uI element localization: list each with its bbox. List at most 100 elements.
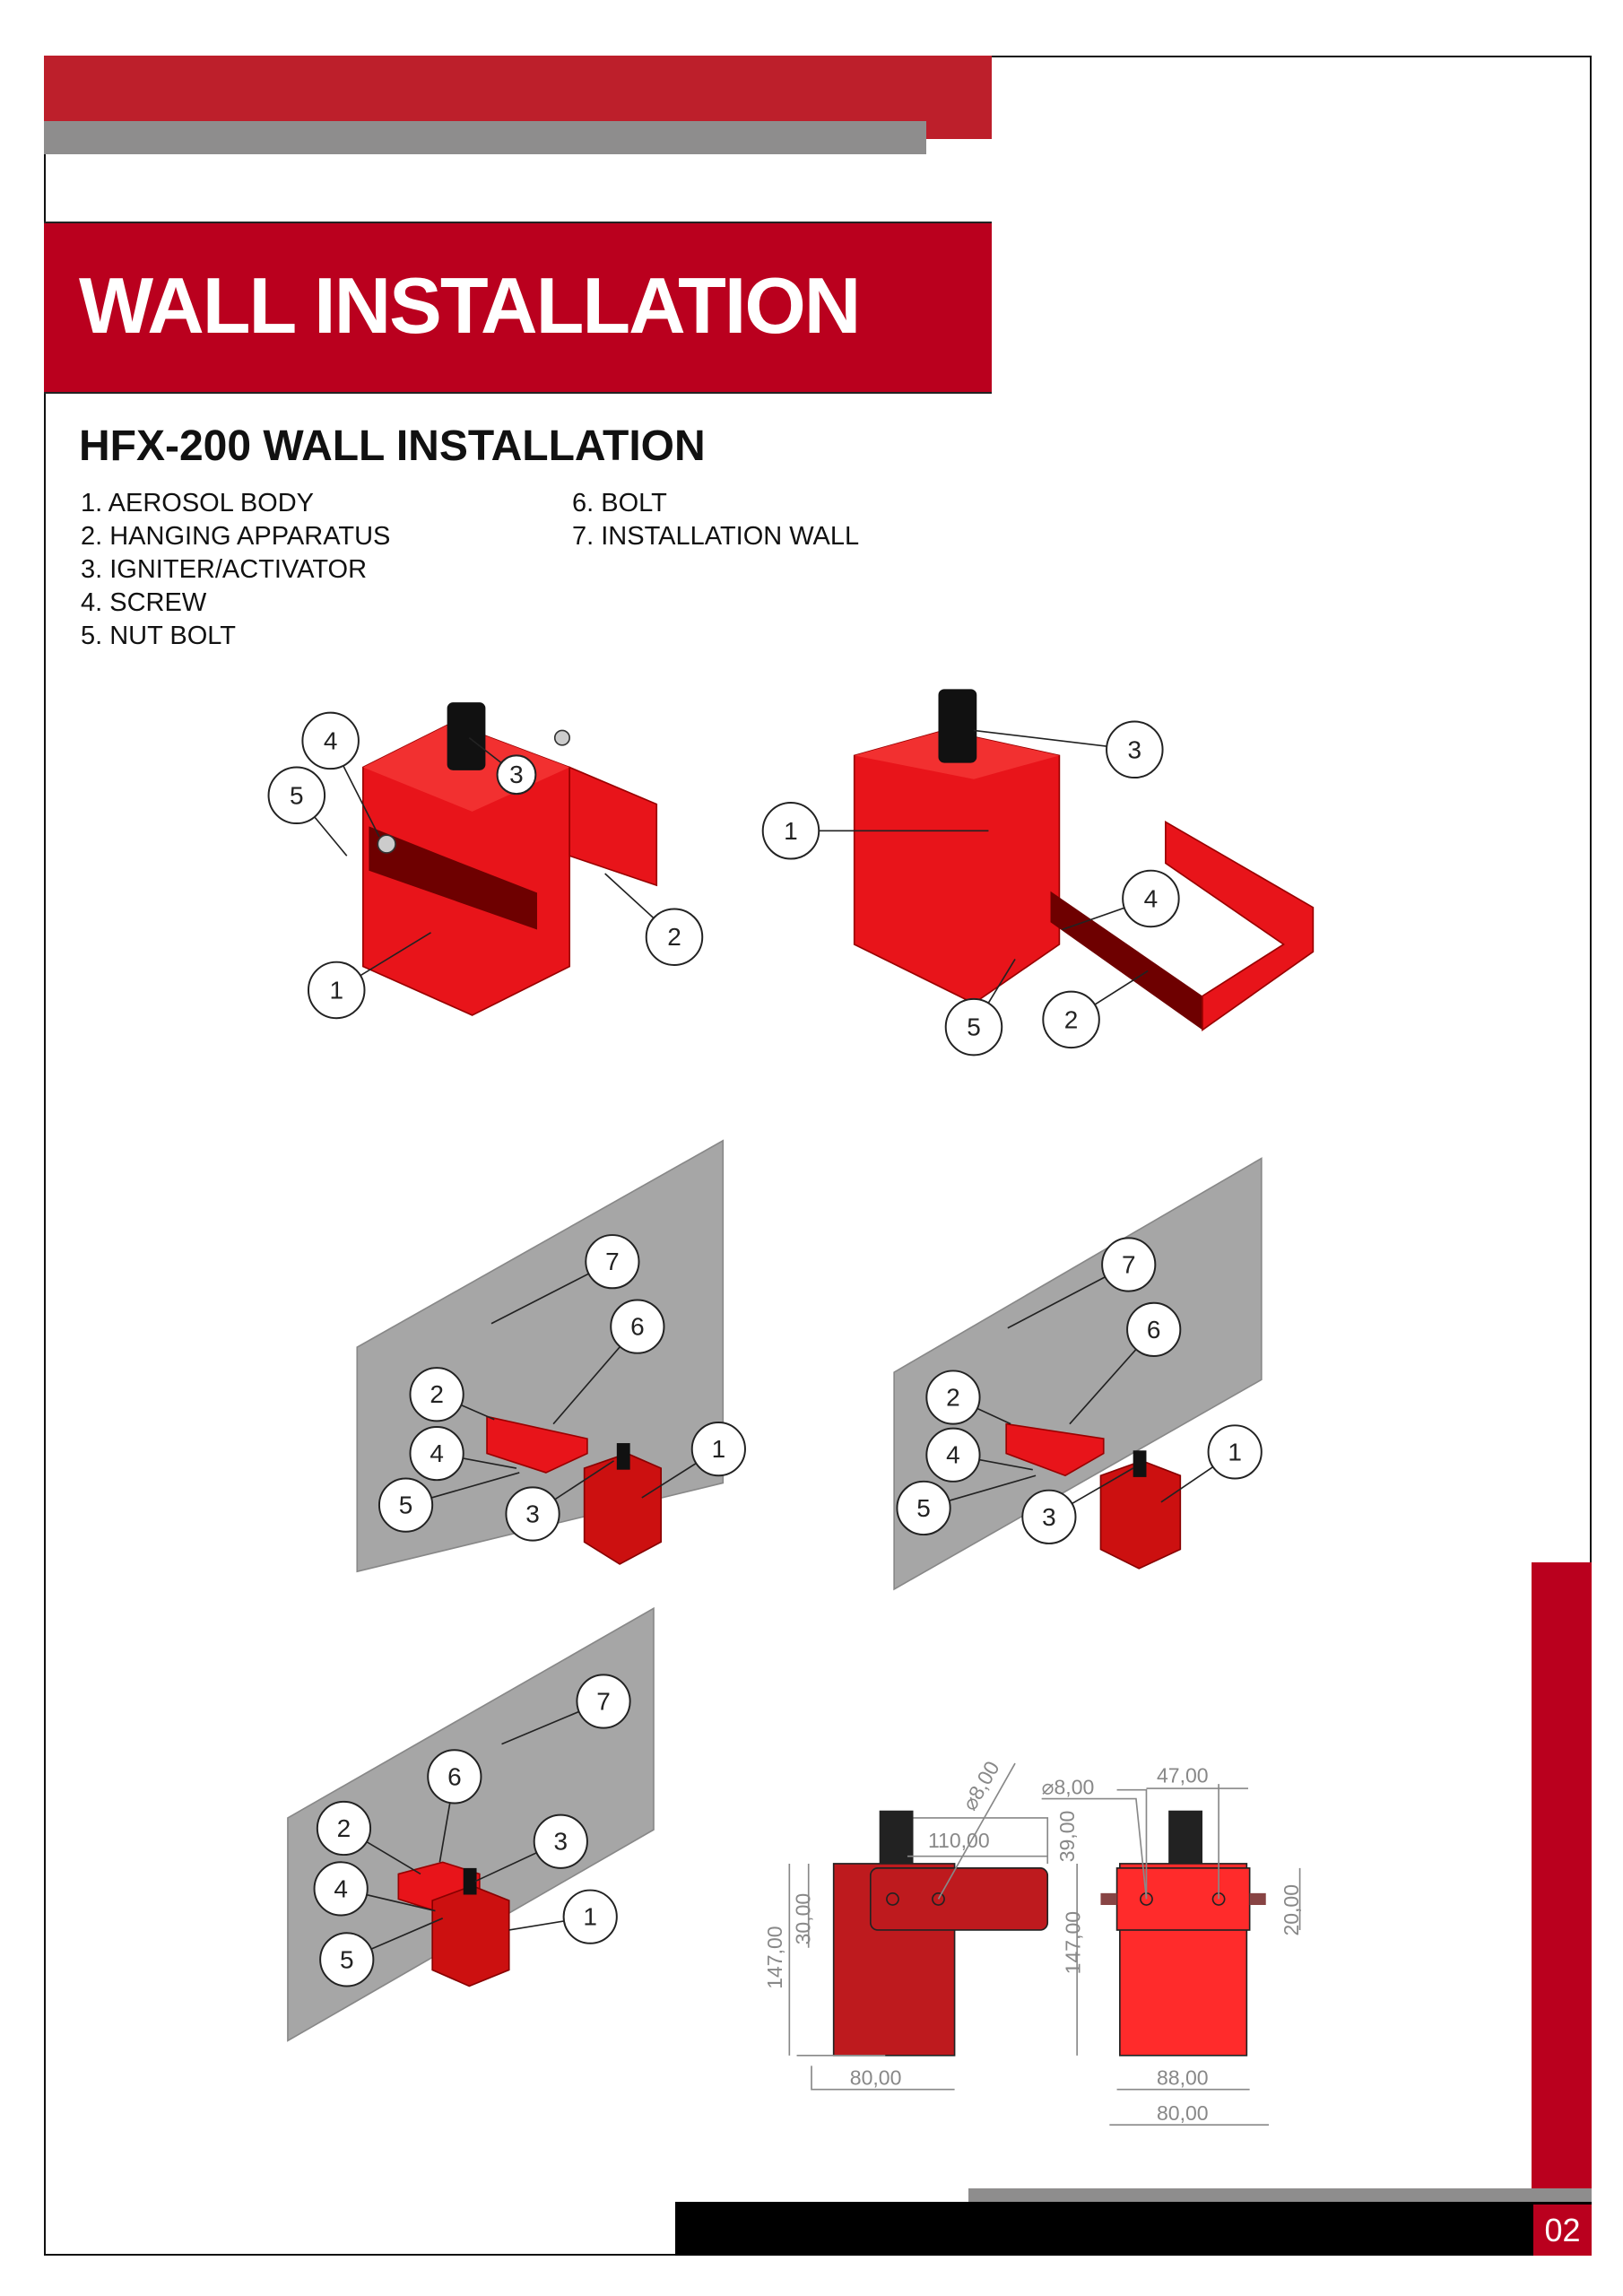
svg-text:3: 3 bbox=[1128, 735, 1142, 763]
figure-exploded-view-2: 3 1 4 5 2 bbox=[761, 689, 1315, 1057]
title-banner bbox=[44, 222, 992, 394]
svg-text:1: 1 bbox=[784, 817, 798, 845]
igniter bbox=[616, 1443, 630, 1470]
callout-number: 3 bbox=[1106, 720, 1164, 779]
installation-wall bbox=[287, 1606, 655, 2042]
svg-text:4: 4 bbox=[324, 726, 338, 754]
igniter bbox=[879, 1810, 914, 1864]
callout-number: 3 bbox=[533, 1813, 588, 1869]
igniter bbox=[447, 702, 486, 770]
section-subtitle: HFX-200 WALL INSTALLATION bbox=[79, 422, 706, 470]
callout-number: 6 bbox=[427, 1749, 482, 1805]
svg-text:4: 4 bbox=[430, 1439, 444, 1467]
callout-number: 2 bbox=[645, 908, 704, 966]
callout-number: 3 bbox=[496, 754, 537, 796]
figure-wall-view-1: 7 6 2 4 5 3 1 bbox=[356, 1139, 746, 1573]
svg-text:6: 6 bbox=[1147, 1316, 1161, 1344]
callout-number: 4 bbox=[301, 711, 360, 770]
callout-number: 7 bbox=[1101, 1237, 1157, 1292]
leader-line bbox=[790, 729, 1151, 1028]
svg-text:2: 2 bbox=[946, 1384, 960, 1412]
hanging-bracket bbox=[568, 766, 658, 887]
figure-wall-view-2: 7 6 2 4 5 3 1 bbox=[893, 1157, 1263, 1591]
svg-text:2: 2 bbox=[337, 1814, 352, 1842]
dimension-label: 30,00 bbox=[791, 1893, 814, 1945]
dimension-label: 80,00 bbox=[1157, 2101, 1209, 2125]
svg-text:4: 4 bbox=[334, 1874, 348, 1902]
dimension-label: 110,00 bbox=[928, 1829, 990, 1852]
bolt-washer bbox=[553, 729, 571, 746]
dimension-label: 147,00 bbox=[763, 1926, 786, 1988]
aerosol-body bbox=[431, 1884, 510, 1987]
svg-text:7: 7 bbox=[596, 1687, 611, 1715]
hanging-bracket bbox=[1165, 820, 1315, 1031]
svg-text:1: 1 bbox=[712, 1435, 726, 1463]
hanging-bracket bbox=[1050, 891, 1202, 1031]
callout-number: 2 bbox=[925, 1370, 981, 1425]
callout-number: 4 bbox=[313, 1861, 369, 1917]
callout-number: 5 bbox=[944, 997, 1003, 1057]
callout-number: 5 bbox=[896, 1480, 951, 1536]
svg-text:7: 7 bbox=[605, 1248, 620, 1275]
svg-text:3: 3 bbox=[509, 761, 524, 788]
dimension-label: 147,00 bbox=[1061, 1911, 1084, 1974]
parts-list-item: 4. SCREW bbox=[81, 588, 207, 617]
svg-text:2: 2 bbox=[1064, 1005, 1079, 1033]
leader-line bbox=[296, 736, 675, 991]
callout-number: 2 bbox=[409, 1367, 464, 1422]
leader-line bbox=[1041, 1784, 1301, 2126]
callout-number: 4 bbox=[1122, 869, 1180, 928]
svg-text:6: 6 bbox=[447, 1762, 462, 1790]
leader-line bbox=[405, 1260, 719, 1515]
svg-text:4: 4 bbox=[946, 1441, 960, 1469]
igniter bbox=[1133, 1450, 1147, 1477]
callout-number: 2 bbox=[316, 1800, 372, 1857]
igniter bbox=[938, 689, 977, 763]
callout-number: 6 bbox=[610, 1299, 665, 1354]
svg-text:2: 2 bbox=[430, 1380, 444, 1408]
hanging-bracket bbox=[1005, 1422, 1105, 1477]
aerosol-body bbox=[583, 1452, 663, 1565]
callout-number: 1 bbox=[1207, 1424, 1263, 1480]
parts-list-item: 6. BOLT bbox=[572, 489, 667, 517]
svg-text:7: 7 bbox=[1122, 1250, 1136, 1278]
svg-text:1: 1 bbox=[1228, 1438, 1242, 1465]
callout-number: 4 bbox=[925, 1427, 981, 1483]
callout-number: 1 bbox=[562, 1889, 618, 1944]
svg-text:5: 5 bbox=[916, 1494, 931, 1522]
header-gray-bar bbox=[44, 121, 926, 154]
callout-number: 3 bbox=[1021, 1489, 1077, 1544]
dimension-label: 47,00 bbox=[1157, 1763, 1209, 1787]
footer-black-bar bbox=[675, 2202, 1592, 2256]
hanging-bracket bbox=[486, 1415, 588, 1474]
callout-number: 1 bbox=[690, 1422, 746, 1477]
callout-number: 6 bbox=[1126, 1301, 1182, 1357]
svg-text:3: 3 bbox=[554, 1828, 568, 1856]
dimension-label: ⌀8,00 bbox=[1042, 1776, 1095, 1799]
svg-text:2: 2 bbox=[667, 923, 681, 951]
parts-list-item: 5. NUT BOLT bbox=[81, 622, 236, 650]
callout-number: 5 bbox=[267, 766, 326, 825]
parts-list-item: 2. HANGING APPARATUS bbox=[81, 522, 391, 551]
page-title: WALL INSTALLATION bbox=[79, 261, 861, 350]
installation-wall bbox=[893, 1157, 1263, 1591]
igniter bbox=[463, 1867, 477, 1895]
igniter bbox=[1168, 1810, 1202, 1864]
hanging-bracket bbox=[1115, 1867, 1251, 1931]
parts-list-item: 3. IGNITER/ACTIVATOR bbox=[81, 555, 368, 584]
svg-text:5: 5 bbox=[340, 1945, 354, 1973]
callout-number: 7 bbox=[576, 1674, 631, 1729]
dimension-drawing-front: ⌀8,00 47,00 20,00 147,00 88,00 80,00 bbox=[1041, 1763, 1303, 2126]
page-number: 02 bbox=[1533, 2205, 1592, 2256]
svg-text:5: 5 bbox=[399, 1492, 413, 1519]
parts-list-item: 7. INSTALLATION WALL bbox=[572, 522, 860, 551]
callout-number: 5 bbox=[319, 1932, 375, 1987]
svg-text:5: 5 bbox=[290, 781, 304, 809]
callout-number: 2 bbox=[1042, 990, 1100, 1049]
svg-text:5: 5 bbox=[967, 1013, 981, 1041]
svg-text:3: 3 bbox=[1042, 1503, 1056, 1531]
hanging-bracket bbox=[369, 826, 537, 930]
leader-line bbox=[923, 1264, 1236, 1518]
dimension-label: 88,00 bbox=[1157, 2066, 1209, 2090]
callout-number: 4 bbox=[409, 1425, 464, 1482]
